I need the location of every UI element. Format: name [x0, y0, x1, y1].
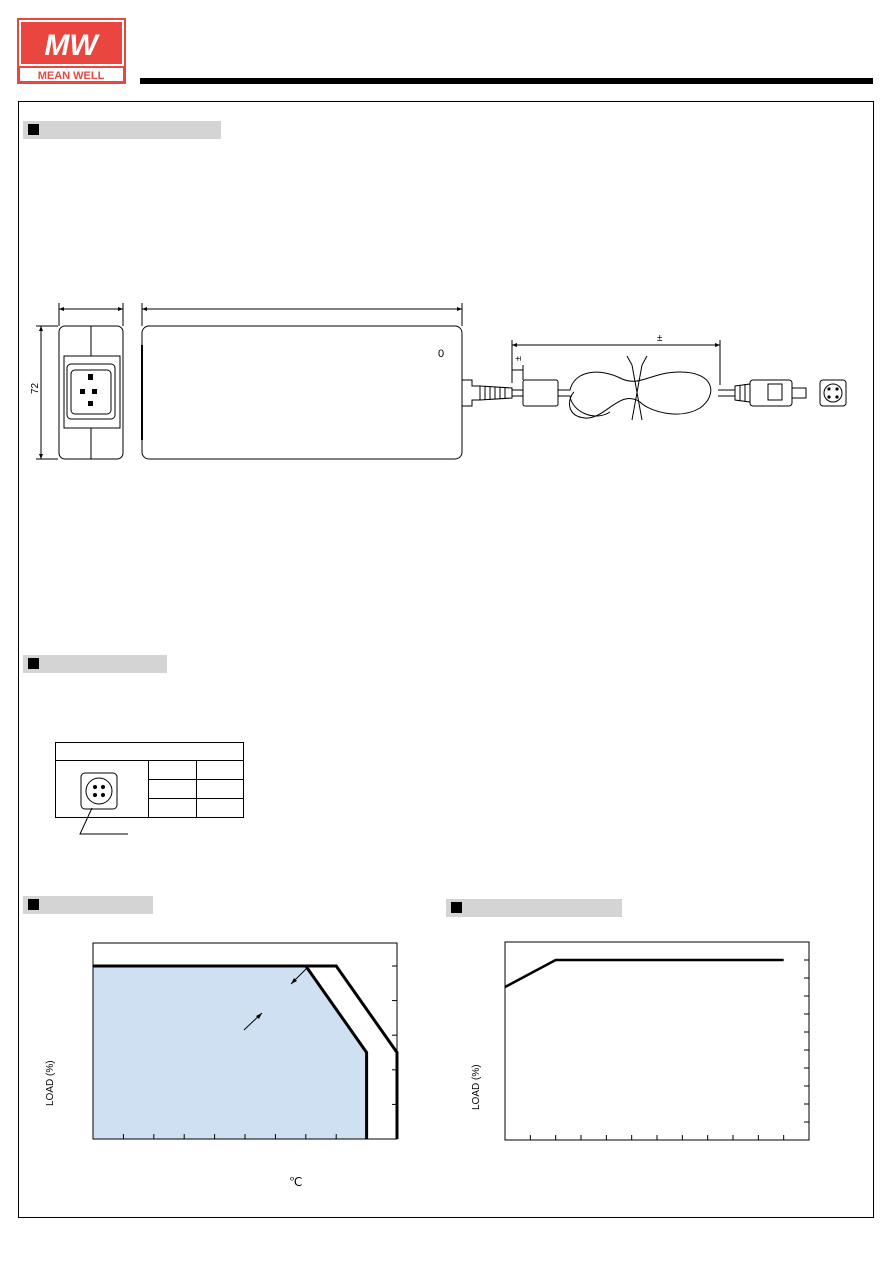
bullet-square-icon — [451, 902, 462, 913]
derating-xunit: ℃ — [289, 1175, 302, 1189]
plug-pin-table — [55, 742, 244, 835]
bullet-square-icon — [28, 124, 39, 135]
header-rule — [140, 78, 873, 84]
logo-text: MEAN WELL — [38, 70, 105, 82]
cable-tolerance: ± — [657, 333, 663, 344]
bullet-square-icon — [28, 899, 39, 910]
static-series-line — [504, 958, 784, 989]
static-ticks — [529, 959, 809, 1140]
static-ylabel: LOAD (%) — [471, 1064, 482, 1110]
derating-series-2 — [93, 964, 399, 1139]
derating-arrow-inner — [256, 1013, 262, 1019]
derating-area — [93, 966, 367, 1139]
bullet-square-icon — [28, 658, 39, 669]
logo-mark: MW — [44, 29, 100, 62]
derating-lines — [93, 964, 399, 1139]
content-frame — [18, 101, 874, 1218]
indicator-zero: 0 — [438, 348, 444, 360]
section-header-mechanical — [23, 121, 221, 139]
ferrite-tolerance: ± — [513, 356, 523, 361]
static-plot-frame — [504, 941, 810, 1141]
derating-arrow-outer — [291, 978, 297, 984]
mean-well-logo: MW MEAN WELL — [17, 18, 126, 84]
section-header-static — [446, 899, 622, 917]
section-header-derating — [23, 896, 153, 914]
derating-ticks — [122, 965, 397, 1139]
section-header-plug — [23, 655, 167, 673]
height-dimension: 72 — [30, 382, 41, 394]
derating-ylabel: LOAD (%) — [45, 1060, 56, 1106]
